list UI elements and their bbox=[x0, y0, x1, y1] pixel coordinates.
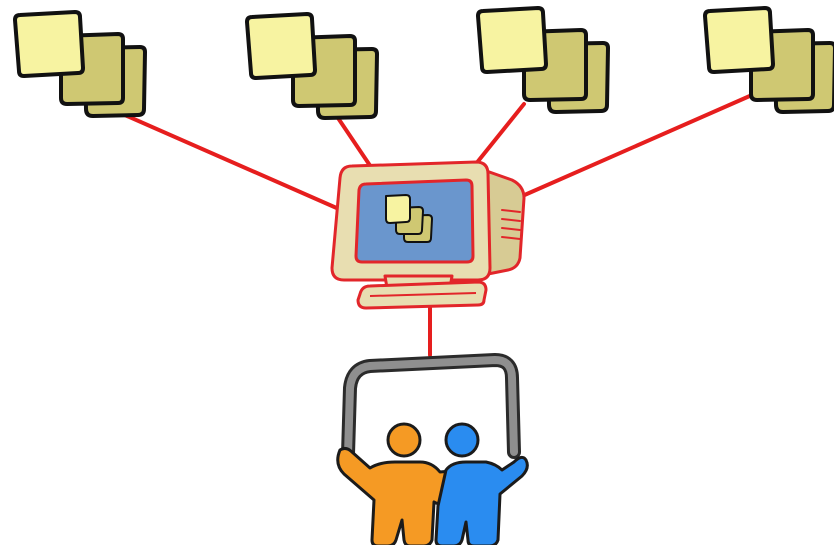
computer-monitor-icon bbox=[330, 160, 526, 310]
users-frame-icon bbox=[336, 353, 529, 545]
connector-line-2 bbox=[334, 113, 375, 172]
document-stack-icon bbox=[476, 6, 610, 114]
connector-line-1 bbox=[116, 110, 350, 215]
person-orange bbox=[336, 422, 469, 545]
connector-line-4 bbox=[518, 93, 754, 199]
connectors bbox=[116, 93, 754, 357]
document-stack-icon bbox=[13, 10, 147, 118]
connector-line-3 bbox=[473, 102, 526, 167]
documents-icon bbox=[385, 194, 433, 243]
document-stack-icon bbox=[245, 12, 379, 120]
document-stack-icon bbox=[703, 6, 834, 114]
person-blue bbox=[434, 422, 529, 545]
